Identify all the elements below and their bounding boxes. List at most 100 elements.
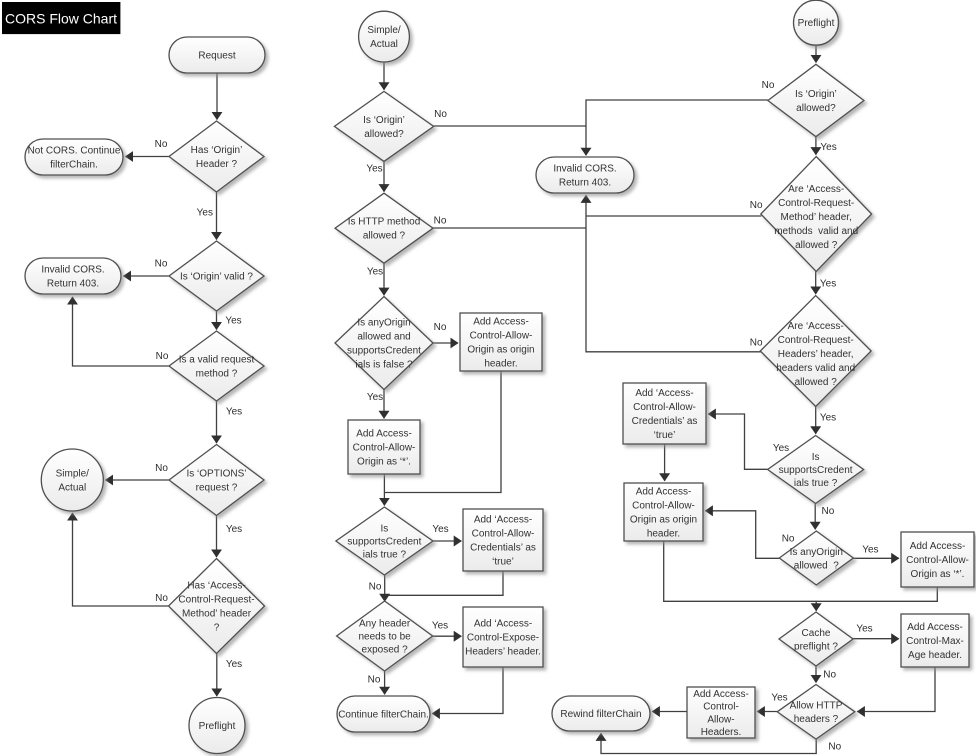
svg-text:Yes: Yes: [366, 164, 382, 175]
svg-text:Is ‘OPTIONS’: Is ‘OPTIONS’: [186, 469, 246, 480]
svg-text:Yes: Yes: [432, 524, 448, 535]
svg-text:headers valid and: headers valid and: [776, 363, 855, 374]
svg-text:Headers.: Headers.: [701, 727, 742, 738]
svg-text:No: No: [828, 742, 841, 753]
svg-text:supportsCredent: supportsCredent: [347, 346, 421, 357]
svg-text:Request: Request: [198, 51, 235, 62]
svg-text:Allow-: Allow-: [707, 714, 734, 725]
svg-text:Add Access-: Add Access-: [473, 317, 529, 328]
svg-text:No: No: [434, 216, 447, 227]
svg-text:No: No: [434, 109, 447, 120]
svg-text:Add ‘Access-: Add ‘Access-: [474, 515, 532, 526]
svg-text:Control-Allow-: Control-Allow-: [906, 555, 969, 566]
svg-text:Credentials’ as: Credentials’ as: [632, 416, 698, 427]
svg-text:Origin as ‘*’.: Origin as ‘*’.: [911, 569, 965, 580]
svg-text:Cache: Cache: [802, 628, 831, 639]
svg-text:Yes: Yes: [226, 406, 242, 417]
svg-text:Not CORS. Continue: Not CORS. Continue: [28, 146, 121, 157]
svg-text:No: No: [823, 670, 836, 681]
svg-text:preflight ?: preflight ?: [794, 641, 838, 652]
svg-text:header.: header.: [484, 359, 517, 370]
svg-text:Credentials’ as: Credentials’ as: [470, 543, 536, 554]
svg-text:allowed ?: allowed ?: [363, 231, 406, 242]
svg-text:Is: Is: [381, 524, 389, 535]
svg-text:Yes: Yes: [820, 413, 836, 424]
svg-text:Is ‘Origin’: Is ‘Origin’: [795, 89, 837, 100]
svg-text:Add Access-: Add Access-: [356, 429, 412, 440]
svg-text:Any header: Any header: [359, 619, 411, 630]
svg-text:Control-Request-: Control-Request-: [178, 595, 254, 606]
svg-text:Headers’ header.: Headers’ header.: [465, 647, 541, 658]
svg-text:allowed and: allowed and: [357, 332, 410, 343]
svg-text:allowed ?: allowed ?: [795, 377, 838, 388]
svg-text:headers ?: headers ?: [794, 714, 839, 725]
svg-text:Yes: Yes: [862, 545, 878, 556]
svg-text:No: No: [750, 200, 763, 211]
svg-text:Yes: Yes: [820, 279, 836, 290]
svg-text:Control-Allow-: Control-Allow-: [472, 529, 535, 540]
svg-text:Yes: Yes: [432, 620, 448, 631]
svg-text:No: No: [822, 506, 835, 517]
svg-text:Continue filterChain.: Continue filterChain.: [338, 710, 429, 721]
svg-text:No: No: [369, 582, 382, 593]
svg-text:Headers’ header,: Headers’ header,: [778, 349, 854, 360]
svg-text:CORS Flow Chart: CORS Flow Chart: [5, 11, 117, 27]
svg-text:No: No: [434, 322, 447, 333]
svg-text:Is ‘Origin’ valid ?: Is ‘Origin’ valid ?: [180, 272, 253, 283]
svg-text:allowed ?: allowed ?: [794, 560, 839, 571]
svg-text:Rewind filterChain: Rewind filterChain: [560, 709, 641, 720]
svg-text:Has ‘Origin’: Has ‘Origin’: [191, 145, 243, 156]
svg-text:Is: Is: [812, 452, 820, 463]
svg-text:allowed?: allowed?: [364, 129, 404, 140]
svg-text:Origin as origin: Origin as origin: [467, 345, 534, 356]
svg-text:Control-Allow-: Control-Allow-: [470, 331, 533, 342]
svg-text:Has ‘Access-: Has ‘Access-: [187, 581, 245, 592]
svg-text:Add Access-: Add Access-: [693, 689, 749, 700]
svg-text:Add Access-: Add Access-: [636, 487, 692, 498]
svg-text:No: No: [155, 463, 168, 474]
svg-text:Age header.: Age header.: [908, 650, 962, 661]
svg-text:Preflight: Preflight: [199, 721, 236, 732]
svg-text:filterChain.: filterChain.: [50, 160, 98, 171]
svg-text:supportsCredent: supportsCredent: [779, 465, 853, 476]
svg-text:Is a valid request: Is a valid request: [179, 355, 255, 366]
svg-text:‘true’: ‘true’: [654, 430, 676, 441]
svg-text:Control-: Control-: [703, 702, 739, 713]
svg-text:Origin as ‘*’.: Origin as ‘*’.: [357, 457, 411, 468]
svg-text:allowed ?: allowed ?: [795, 240, 838, 251]
svg-text:No: No: [762, 80, 775, 91]
svg-text:No: No: [368, 675, 381, 686]
svg-text:Return 403.: Return 403.: [47, 279, 99, 290]
svg-text:Invalid CORS.: Invalid CORS.: [553, 164, 616, 175]
svg-text:method ?: method ?: [196, 369, 238, 380]
svg-text:Yes: Yes: [771, 693, 787, 704]
svg-text:Add ‘Access-: Add ‘Access-: [474, 619, 532, 630]
svg-text:methods valid and: methods valid and: [774, 226, 858, 237]
svg-text:Control-Request-: Control-Request-: [778, 198, 854, 209]
svg-text:Is anyOrigin: Is anyOrigin: [790, 547, 843, 558]
svg-text:Control-Expose-: Control-Expose-: [467, 633, 539, 644]
svg-text:Yes: Yes: [226, 659, 242, 670]
svg-text:Simple/: Simple/: [56, 469, 90, 480]
svg-text:Actual: Actual: [58, 483, 86, 494]
svg-text:Actual: Actual: [370, 39, 398, 50]
svg-text:allowed?: allowed?: [796, 103, 836, 114]
svg-text:Yes: Yes: [367, 392, 383, 403]
svg-text:Control-Request-: Control-Request-: [778, 335, 854, 346]
svg-text:No: No: [155, 259, 168, 270]
svg-text:needs to be: needs to be: [358, 632, 411, 643]
svg-text:Are ‘Access-: Are ‘Access-: [788, 184, 844, 195]
svg-text:Add Access-: Add Access-: [907, 622, 963, 633]
svg-text:No: No: [155, 593, 168, 604]
svg-text:ials is false ?: ials is false ?: [355, 360, 413, 371]
svg-text:Yes: Yes: [820, 142, 836, 153]
svg-text:Yes: Yes: [225, 316, 241, 327]
svg-text:ials true ?: ials true ?: [363, 550, 407, 561]
svg-text:request ?: request ?: [196, 483, 238, 494]
svg-text:Invalid CORS.: Invalid CORS.: [41, 265, 104, 276]
svg-text:Is ‘Origin’: Is ‘Origin’: [363, 115, 405, 126]
svg-text:Origin as origin: Origin as origin: [630, 515, 697, 526]
svg-text:Control-Allow-: Control-Allow-: [633, 402, 696, 413]
svg-text:Is HTTP method: Is HTTP method: [348, 217, 421, 228]
svg-text:Control-Allow-: Control-Allow-: [632, 501, 695, 512]
